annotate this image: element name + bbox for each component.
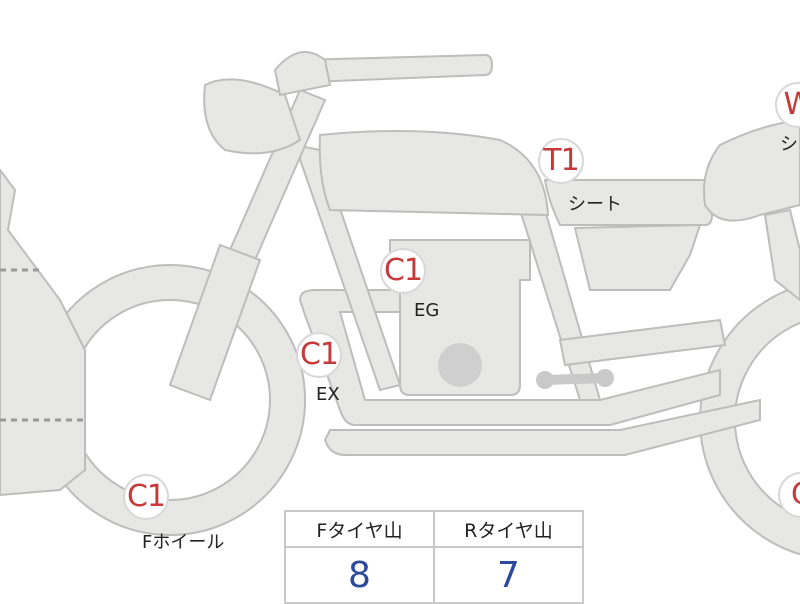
value-rear-tire: 7 (433, 546, 584, 604)
marker-code: C1 (380, 248, 426, 294)
marker-label: EG (414, 300, 440, 321)
fuel-tank (318, 130, 550, 217)
rear-fender (703, 118, 800, 222)
header-rear-tire: Rタイヤ山 (433, 510, 584, 548)
marker-code: T1 (538, 138, 584, 184)
exhaust-pipe (298, 289, 721, 426)
marker-label: EX (316, 384, 340, 405)
engine (389, 239, 531, 396)
marker-label: Fホイール (142, 532, 225, 553)
value-front-tire: 8 (284, 546, 435, 604)
marker-code: C1 (296, 332, 342, 378)
marker-code: C1 (123, 474, 169, 520)
marker-label: シート (568, 194, 622, 215)
marker-code: W (775, 82, 800, 128)
tire-tread-table: Fタイヤ山 Rタイヤ山 8 7 (284, 510, 584, 604)
headlight (203, 78, 302, 155)
front-fairing (0, 168, 86, 497)
marker-label: シ (780, 134, 798, 155)
header-front-tire: Fタイヤ山 (284, 510, 435, 548)
